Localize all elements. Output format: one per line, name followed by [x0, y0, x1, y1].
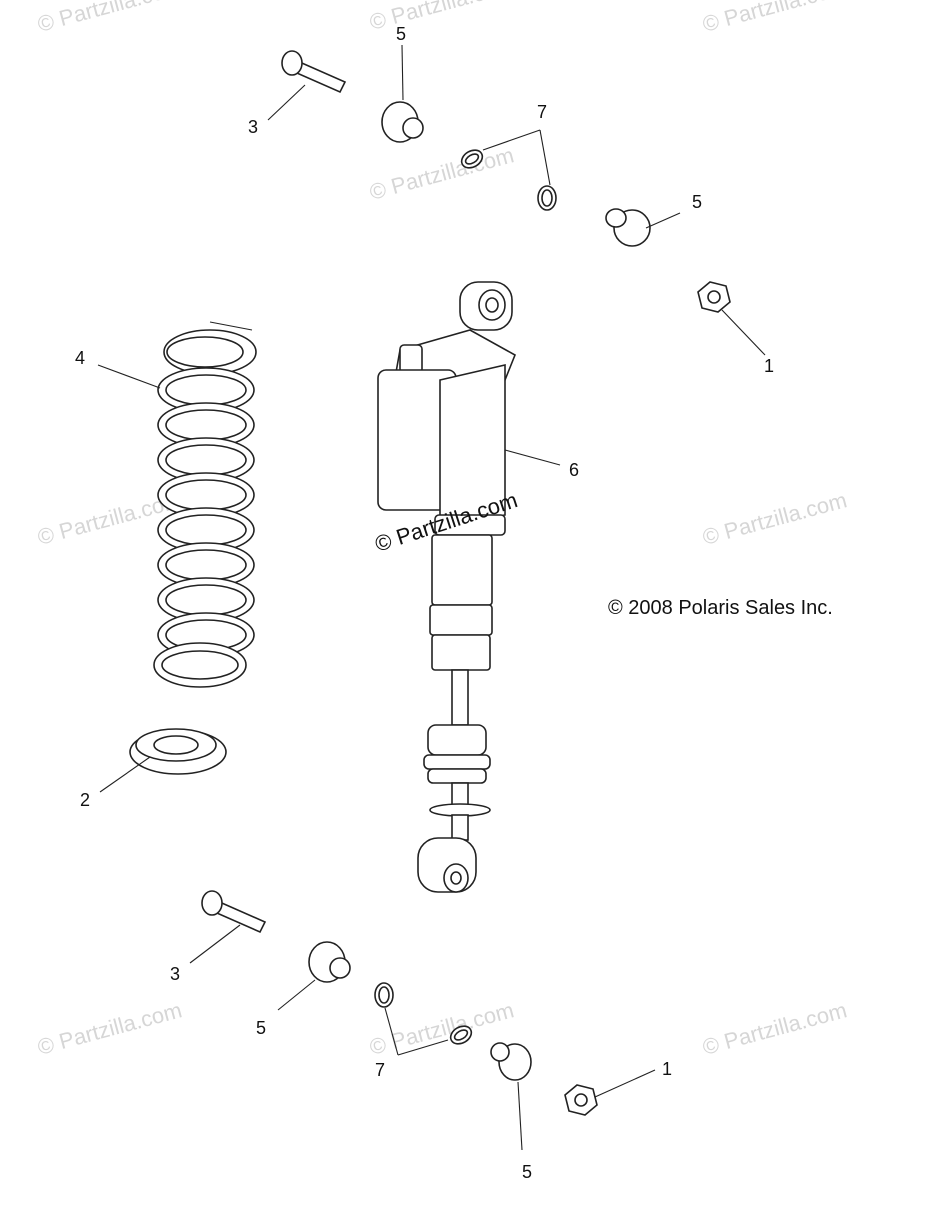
flange-nut: [697, 281, 731, 313]
watermark: © Partzilla.com: [700, 487, 850, 550]
callout-number: 3: [248, 117, 258, 137]
o-ring: [460, 149, 557, 211]
o-ring: [374, 982, 473, 1045]
callout-number: 7: [537, 102, 547, 122]
callout-number: 7: [375, 1060, 385, 1080]
callout-number: 5: [692, 192, 702, 212]
flange-nut: [564, 1084, 598, 1116]
bolt-top: [281, 50, 347, 94]
bushing: [605, 208, 651, 247]
callout-number: 1: [662, 1059, 672, 1079]
copyright-text: © 2008 Polaris Sales Inc.: [608, 597, 833, 619]
callout-number: 3: [170, 964, 180, 984]
bushing: [308, 941, 351, 983]
callout-number: 5: [256, 1018, 266, 1038]
coil-spring: [153, 321, 257, 688]
watermark: © Partzilla.com: [700, 0, 850, 37]
bushing: [381, 101, 424, 143]
bushing: [490, 1042, 532, 1081]
watermark: © Partzilla.com: [35, 997, 185, 1060]
watermark: © Partzilla.com: [35, 0, 185, 37]
callout-number: 4: [75, 348, 85, 368]
spring-retainer: [129, 728, 227, 775]
callout-number: 5: [396, 24, 406, 44]
watermark: © Partzilla.com: [700, 997, 850, 1060]
bolt-bottom: [201, 890, 267, 934]
callout-number: 1: [764, 356, 774, 376]
callout-numbers: 3 5 7 5 1 4 6 2 3 5 7 5 1: [75, 24, 774, 1182]
watermark: © Partzilla.com: [367, 142, 517, 205]
shock-absorber: [377, 281, 517, 893]
leader-lines: [97, 44, 766, 1151]
watermark: © Partzilla.com: [367, 0, 517, 35]
callout-number: 2: [80, 790, 90, 810]
callout-number: 6: [569, 460, 579, 480]
callout-number: 5: [522, 1162, 532, 1182]
